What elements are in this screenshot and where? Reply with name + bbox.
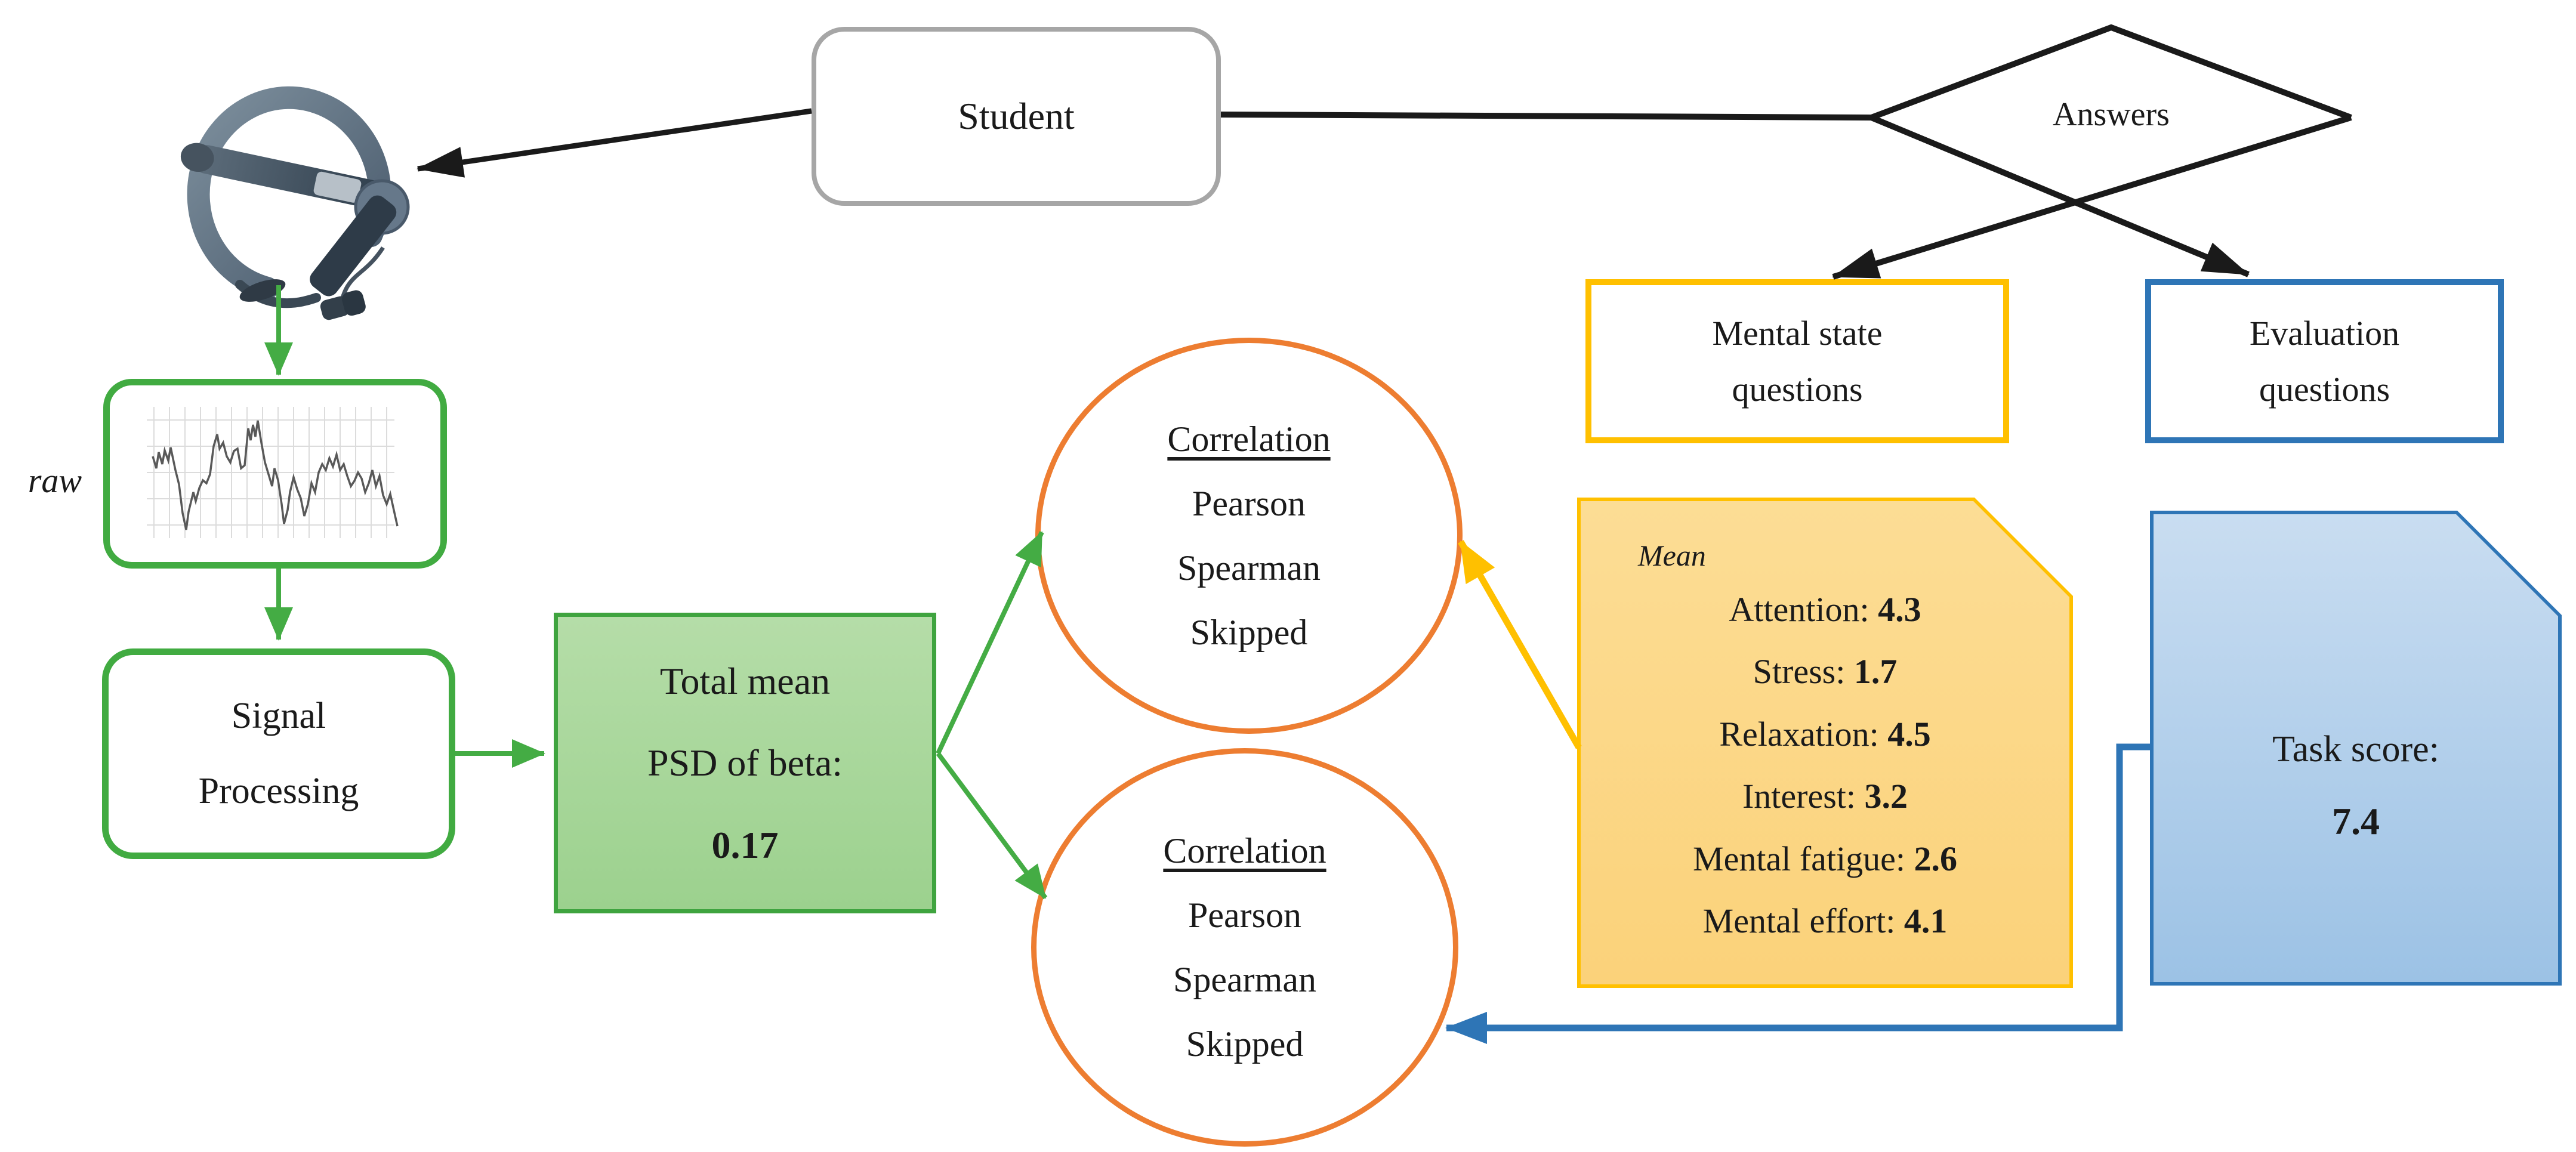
task-score-note: Task score: 7.4 xyxy=(2150,511,2562,986)
mean-item: Interest: 3.2 xyxy=(1742,777,1908,816)
task-note-fill xyxy=(2154,514,2558,982)
answers-diamond-label: Answers xyxy=(2053,96,2170,133)
mean-item: Relaxation: 4.5 xyxy=(1719,714,1931,753)
mean-item: Mental effort: 4.1 xyxy=(1702,901,1948,940)
arrow-psd-to-bottom-circle xyxy=(936,752,1048,900)
arrow-student-to-headset xyxy=(417,108,812,178)
eeg-headset-icon xyxy=(180,86,410,320)
mean-item: Mental fatigue: 2.6 xyxy=(1693,839,1957,878)
raw-signal-node xyxy=(103,379,447,569)
correlation-circle-bottom: Correlation Pearson Spearman Skipped xyxy=(1031,748,1458,1147)
arrow-mean-note-to-top-circle xyxy=(1458,540,1582,749)
task-score-value: 7.4 xyxy=(2332,800,2380,843)
psd-beta-node: Total mean PSD of beta: 0.17 xyxy=(554,613,936,913)
correlation-circle-top: Correlation Pearson Spearman Skipped xyxy=(1035,338,1463,734)
raw-label: raw xyxy=(27,461,82,500)
raw-eeg-signal-icon xyxy=(147,407,399,538)
mean-item: Stress: 1.7 xyxy=(1753,652,1898,691)
task-score-label: Task score: xyxy=(2272,729,2439,770)
mean-item: Attention: 4.3 xyxy=(1729,590,1921,629)
signal-processing-node: Signal Processing xyxy=(102,648,455,859)
student-label: Student xyxy=(958,95,1075,137)
mean-note-items: Attention: 4.3 Stress: 1.7 Relaxation: 4… xyxy=(1693,579,1957,952)
mental-state-questions-node: Mental state questions xyxy=(1585,279,2009,443)
line-student-to-answers xyxy=(1220,112,1872,121)
evaluation-questions-node: Evaluation questions xyxy=(2145,279,2504,443)
mean-note: Mean Attention: 4.3 Stress: 1.7 Relaxati… xyxy=(1577,498,2073,988)
arrow-answers-to-mental-state xyxy=(1832,115,2352,280)
arrow-answers-to-evaluation xyxy=(1870,115,2250,277)
student-node: Student xyxy=(812,27,1221,206)
mean-note-title: Mean xyxy=(1638,539,1706,572)
arrow-psd-to-top-circle xyxy=(936,531,1044,755)
psd-value: 0.17 xyxy=(711,823,779,866)
